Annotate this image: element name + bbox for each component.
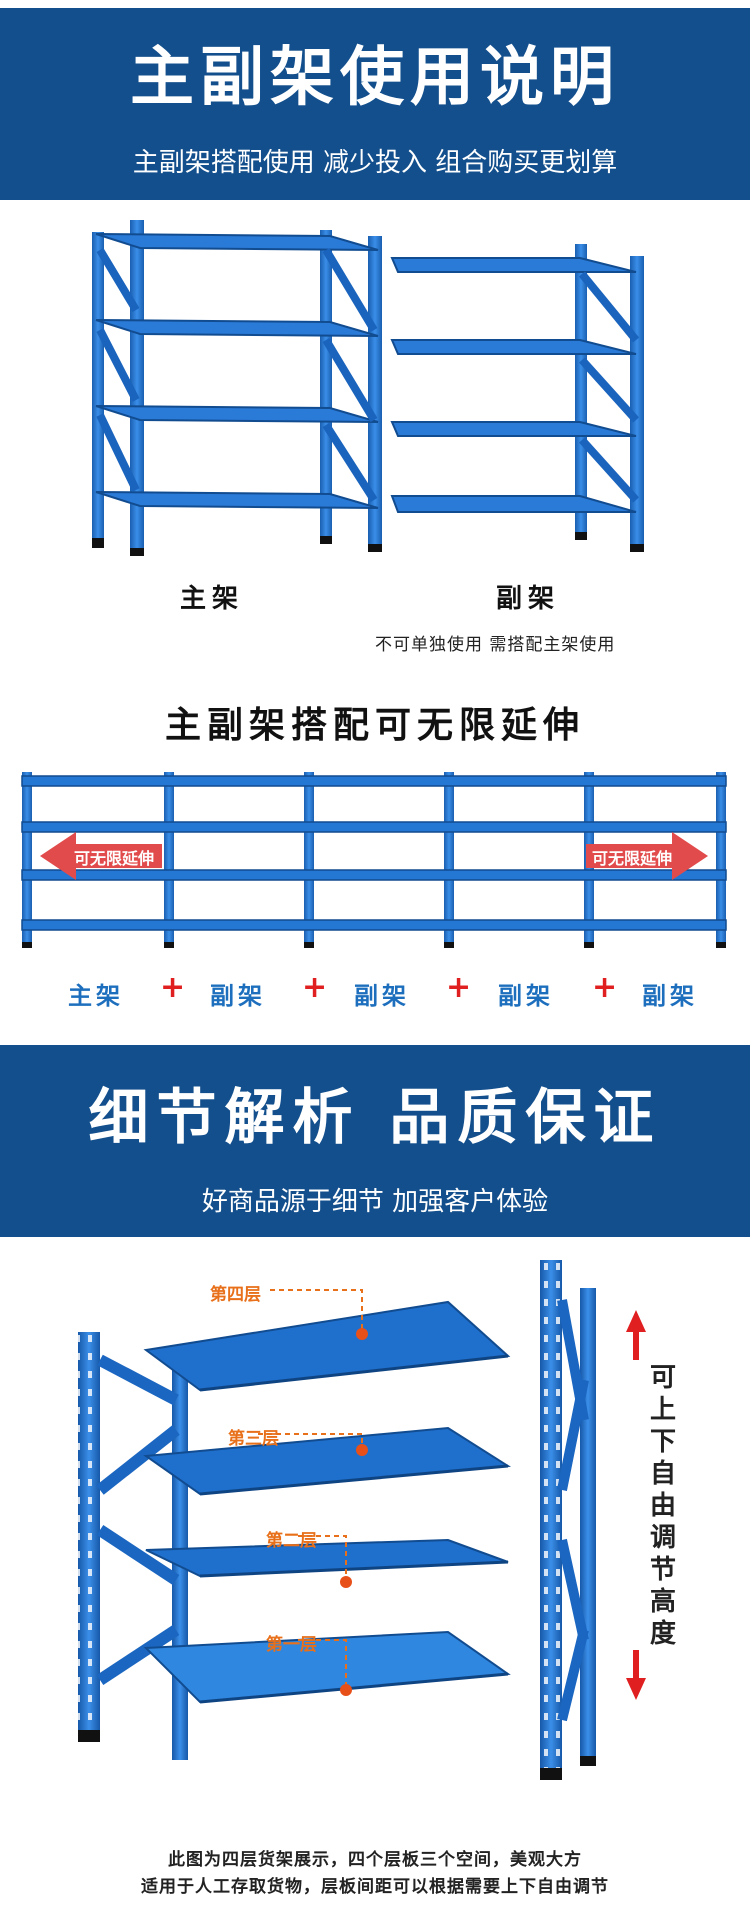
combo-sub-4: 副架 (642, 982, 698, 1010)
footer-line-2: 适用于人工存取货物，层板间距可以根据需要上下自由调节 (141, 1877, 609, 1897)
combo-plus-4: + (592, 970, 618, 1005)
combo-plus-3: + (446, 970, 472, 1005)
extend-title: 主副架搭配可无限延伸 (164, 705, 585, 746)
footer-line-1: 此图为四层货架展示，四个层板三个空间，美观大方 (168, 1850, 582, 1870)
adjust-up-arrow (626, 1310, 646, 1360)
extend-left-arrow (40, 832, 162, 880)
sub-rack-note: 不可单独使用 需搭配主架使用 (375, 635, 616, 655)
layer-3-label: 第三层 (228, 1429, 279, 1449)
combo-sub-1: 副架 (210, 982, 266, 1010)
section1-title: 主副架使用说明 (130, 41, 620, 115)
section1-banner: 主副架使用说明 主副架搭配使用 减少投入 组合购买更划算 (0, 8, 750, 200)
main-rack (92, 220, 382, 556)
combo-plus-1: + (160, 970, 186, 1005)
extend-left-arrow-text: 可无限延伸 (74, 849, 155, 868)
combo-plus-2: + (302, 970, 328, 1005)
main-rack-label: 主架 (180, 584, 245, 614)
extended-rack-illustration (21, 772, 727, 948)
combo-sub-2: 副架 (354, 982, 410, 1010)
section2-title: 细节解析 品质保证 (88, 1083, 662, 1153)
main-sub-rack-illustration (92, 220, 644, 556)
section2-subtitle: 好商品源于细节 加强客户体验 (201, 1187, 549, 1217)
sub-rack-label: 副架 (496, 584, 561, 614)
sub-rack (390, 244, 644, 552)
adjust-down-arrow (626, 1650, 646, 1700)
combo-main: 主架 (68, 982, 124, 1010)
extend-right-arrow-text: 可无限延伸 (592, 849, 673, 868)
layer-1-label: 第一层 (266, 1635, 317, 1655)
adjust-height-text: 可上下自由调节高度 (650, 1363, 677, 1649)
combo-sub-3: 副架 (498, 982, 554, 1010)
extend-right-arrow (586, 832, 708, 880)
layer-2-label: 第二层 (266, 1531, 317, 1551)
section1-subtitle: 主副架搭配使用 减少投入 组合购买更划算 (132, 148, 618, 178)
detail-rack-illustration (78, 1260, 646, 1780)
section2-banner: 细节解析 品质保证 好商品源于细节 加强客户体验 (0, 1045, 750, 1237)
layer-4-label: 第四层 (210, 1285, 261, 1305)
